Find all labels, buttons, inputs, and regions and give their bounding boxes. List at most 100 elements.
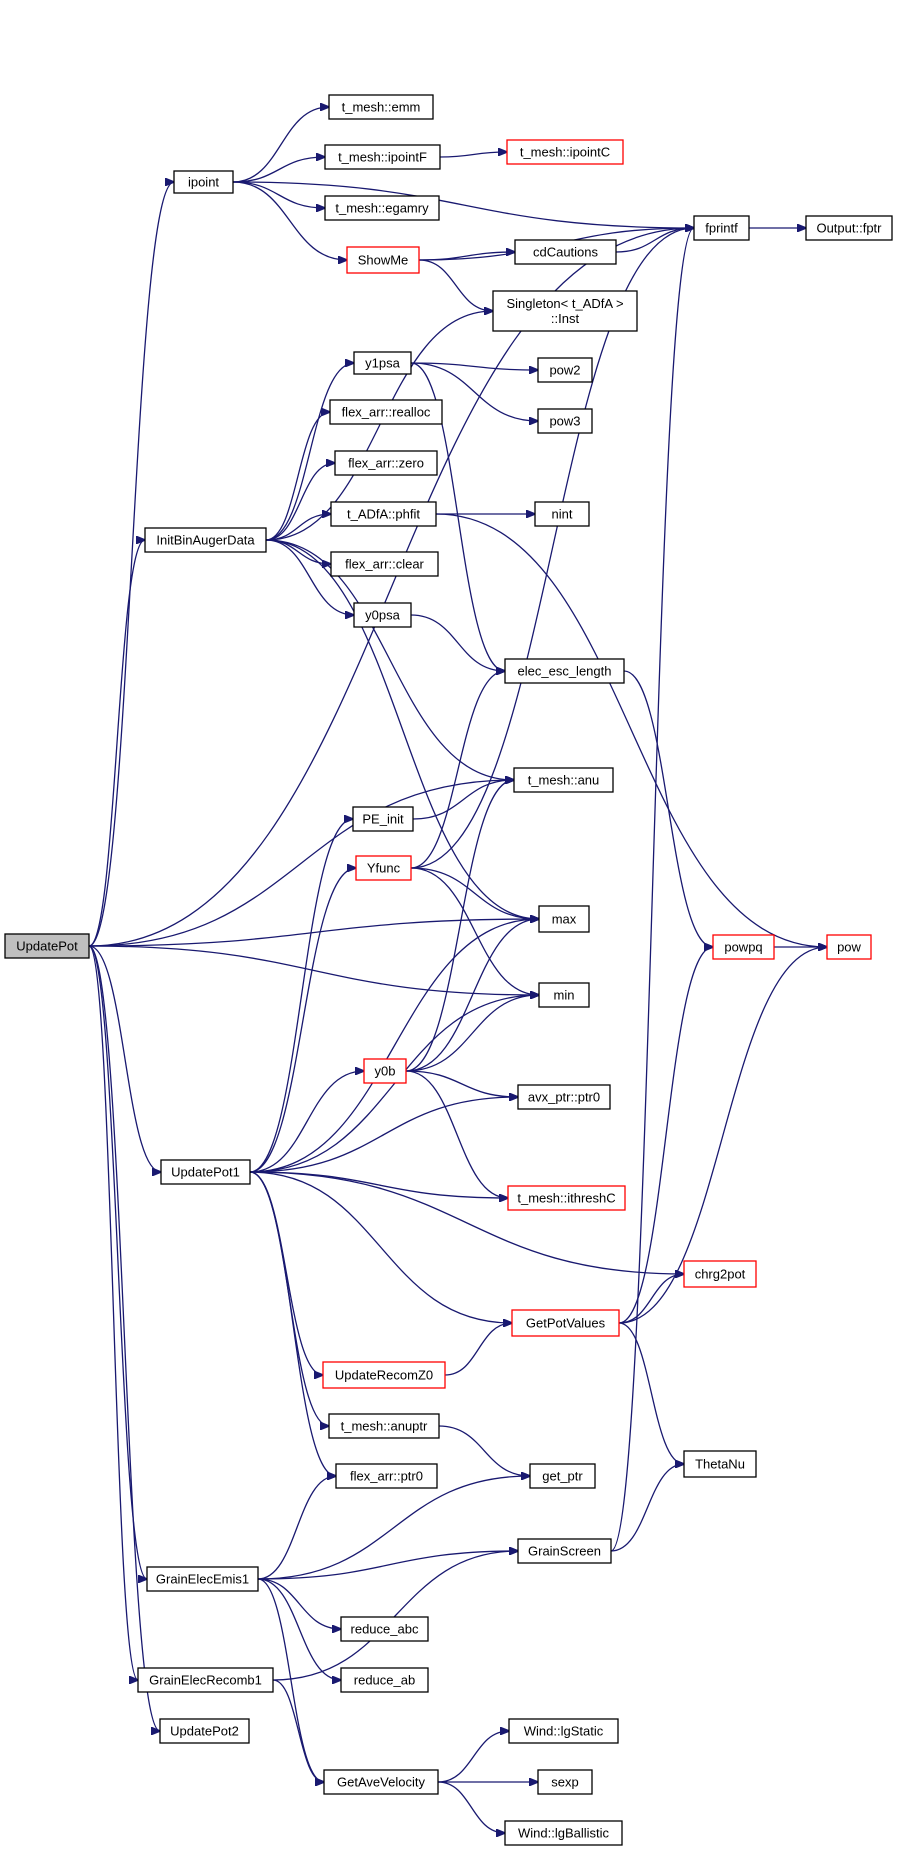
edge-t-mesh-anuptr-to-get-ptr xyxy=(438,1425,530,1476)
edge-grain-elec-emis1-to-flex-ptr0 xyxy=(257,1476,336,1580)
node-flex-zero[interactable]: flex_arr::zero xyxy=(334,450,438,476)
edge-init-bin-auger-data-to-t-mesh-anu xyxy=(265,539,514,780)
node-ipoint[interactable]: ipoint xyxy=(173,170,234,194)
node-box xyxy=(330,551,439,577)
node-grain-screen[interactable]: GrainScreen xyxy=(517,1538,612,1564)
edge-y1psa-to-elec-esc-length xyxy=(410,362,505,671)
edge-ipoint-to-t-mesh-egamry xyxy=(232,181,325,208)
node-y0b[interactable]: y0b xyxy=(363,1058,407,1084)
node-fprintf[interactable]: fprintf xyxy=(693,215,750,241)
node-label: t_mesh::ithreshC xyxy=(517,1191,615,1206)
node-t-mesh-ipoint-f[interactable]: t_mesh::ipointF xyxy=(324,144,441,170)
edge-grain-elec-emis1-to-reduce-abc xyxy=(257,1578,341,1629)
node-box xyxy=(329,399,443,425)
node-chrg2pot[interactable]: chrg2pot xyxy=(683,1260,757,1288)
node-box xyxy=(826,934,872,960)
node-max[interactable]: max xyxy=(538,905,590,933)
node-y0psa[interactable]: y0psa xyxy=(353,602,412,628)
node-label: UpdateRecomZ0 xyxy=(335,1368,433,1383)
node-reduce-ab[interactable]: reduce_ab xyxy=(340,1667,429,1693)
node-box xyxy=(352,806,414,832)
node-sexp[interactable]: sexp xyxy=(537,1769,593,1795)
node-init-bin-auger-data[interactable]: InitBinAugerData xyxy=(144,527,267,553)
node-pe-init[interactable]: PE_init xyxy=(352,806,414,832)
node-nint[interactable]: nint xyxy=(534,501,590,527)
edge-init-bin-auger-data-to-flex-zero xyxy=(265,463,335,541)
edge-grain-elec-emis1-to-get-ave-velocity xyxy=(257,1578,324,1782)
node-show-me[interactable]: ShowMe xyxy=(346,246,420,274)
edge-init-bin-auger-data-to-max xyxy=(265,539,539,919)
node-box xyxy=(513,767,614,793)
node-reduce-abc[interactable]: reduce_abc xyxy=(340,1616,429,1642)
node-grain-elec-emis1[interactable]: GrainElecEmis1 xyxy=(146,1566,259,1592)
node-box xyxy=(514,239,617,265)
node-phfit[interactable]: t_ADfA::phfit xyxy=(330,501,437,527)
edge-y0psa-to-elec-esc-length xyxy=(410,614,505,671)
node-output-fptr[interactable]: Output::fptr xyxy=(805,215,893,241)
node-get-pot-values[interactable]: GetPotValues xyxy=(511,1309,620,1337)
node-label: flex_arr::zero xyxy=(348,456,424,471)
edge-yfunc-to-max xyxy=(410,867,539,919)
edge-update-pot-to-init-bin-auger-data xyxy=(88,540,145,947)
edge-init-bin-auger-data-to-y1psa xyxy=(265,363,354,541)
node-box xyxy=(346,246,420,274)
node-pow2[interactable]: pow2 xyxy=(537,357,593,383)
node-update-pot1[interactable]: UpdatePot1 xyxy=(160,1159,251,1185)
node-grain-elec-recomb1[interactable]: GrainElecRecomb1 xyxy=(137,1667,274,1693)
node-cd-cautions[interactable]: cdCautions xyxy=(514,239,617,265)
node-update-recom-z0[interactable]: UpdateRecomZ0 xyxy=(322,1361,446,1389)
node-ithresh-c[interactable]: t_mesh::ithreshC xyxy=(507,1185,626,1211)
node-flex-realloc[interactable]: flex_arr::realloc xyxy=(329,399,443,425)
node-flex-ptr0[interactable]: flex_arr::ptr0 xyxy=(335,1463,438,1489)
node-box xyxy=(330,501,437,527)
edge-update-pot1-to-y0b xyxy=(249,1071,364,1173)
node-avx-ptr0[interactable]: avx_ptr::ptr0 xyxy=(517,1084,611,1110)
node-box xyxy=(683,1260,757,1288)
node-singleton[interactable]: Singleton< t_ADfA >::Inst xyxy=(492,290,638,332)
edge-update-pot-to-update-pot2 xyxy=(88,945,160,1731)
node-label: t_mesh::egamry xyxy=(335,201,429,216)
node-min[interactable]: min xyxy=(538,982,590,1008)
edge-update-pot-to-grain-elec-recomb1 xyxy=(88,945,138,1680)
edge-grain-elec-recomb1-to-grain-screen xyxy=(272,1551,518,1681)
node-label: ShowMe xyxy=(358,253,409,268)
node-powpq[interactable]: powpq xyxy=(712,934,775,960)
node-pow[interactable]: pow xyxy=(826,934,872,960)
edge-yfunc-to-elec-esc-length xyxy=(410,671,505,869)
node-yfunc[interactable]: Yfunc xyxy=(355,855,412,881)
node-label: t_mesh::anu xyxy=(528,773,600,788)
node-box xyxy=(340,1667,429,1693)
edge-update-pot1-to-update-recom-z0 xyxy=(249,1171,323,1375)
node-box xyxy=(146,1566,259,1592)
edge-t-mesh-ipoint-f-to-t-mesh-ipoint-c xyxy=(439,152,507,158)
node-t-mesh-ipoint-c[interactable]: t_mesh::ipointC xyxy=(506,139,624,165)
node-box xyxy=(693,215,750,241)
node-get-ave-velocity[interactable]: GetAveVelocity xyxy=(323,1769,439,1795)
edge-yfunc-to-min xyxy=(410,867,539,995)
node-wind-lg-ballistic[interactable]: Wind::lgBallistic xyxy=(504,1820,623,1846)
node-elec-esc-length[interactable]: elec_esc_length xyxy=(504,658,625,684)
node-theta-nu[interactable]: ThetaNu xyxy=(683,1450,757,1478)
node-pow3[interactable]: pow3 xyxy=(537,408,593,434)
node-wind-lg-static[interactable]: Wind::lgStatic xyxy=(508,1718,619,1744)
node-box xyxy=(353,351,412,375)
node-box xyxy=(324,195,440,221)
node-box xyxy=(137,1667,274,1693)
node-t-mesh-anu[interactable]: t_mesh::anu xyxy=(513,767,614,793)
node-label: y0psa xyxy=(365,608,400,623)
node-get-ptr[interactable]: get_ptr xyxy=(529,1463,596,1489)
edge-grain-elec-emis1-to-reduce-ab xyxy=(257,1578,341,1680)
node-label: UpdatePot xyxy=(16,939,78,954)
node-t-mesh-anuptr[interactable]: t_mesh::anuptr xyxy=(328,1413,440,1439)
node-y1psa[interactable]: y1psa xyxy=(353,351,412,375)
node-label: GrainElecRecomb1 xyxy=(149,1673,262,1688)
node-label: sexp xyxy=(551,1775,578,1790)
node-t-mesh-egamry[interactable]: t_mesh::egamry xyxy=(324,195,440,221)
node-t-mesh-emm[interactable]: t_mesh::emm xyxy=(328,94,434,120)
node-update-pot2[interactable]: UpdatePot2 xyxy=(159,1718,250,1744)
edge-update-pot1-to-pe-init xyxy=(249,819,353,1173)
node-flex-clear[interactable]: flex_arr::clear xyxy=(330,551,439,577)
node-update-pot[interactable]: UpdatePot xyxy=(4,933,90,959)
node-label: PE_init xyxy=(362,812,404,827)
